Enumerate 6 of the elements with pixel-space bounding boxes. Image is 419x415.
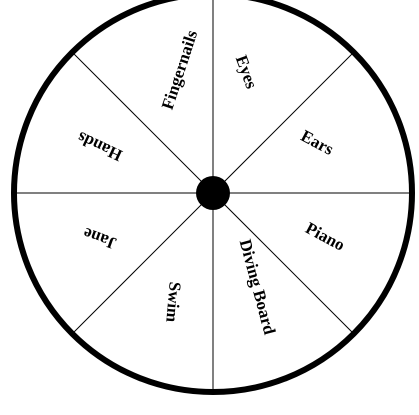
segment-label: Swim [161, 280, 185, 324]
segment-label: Jane [80, 222, 120, 254]
segment-label: Eyes [230, 52, 262, 92]
segment-label: Ears [297, 126, 337, 160]
segment-label: Piano [302, 218, 348, 256]
segment-label: Diving Board [234, 237, 280, 337]
